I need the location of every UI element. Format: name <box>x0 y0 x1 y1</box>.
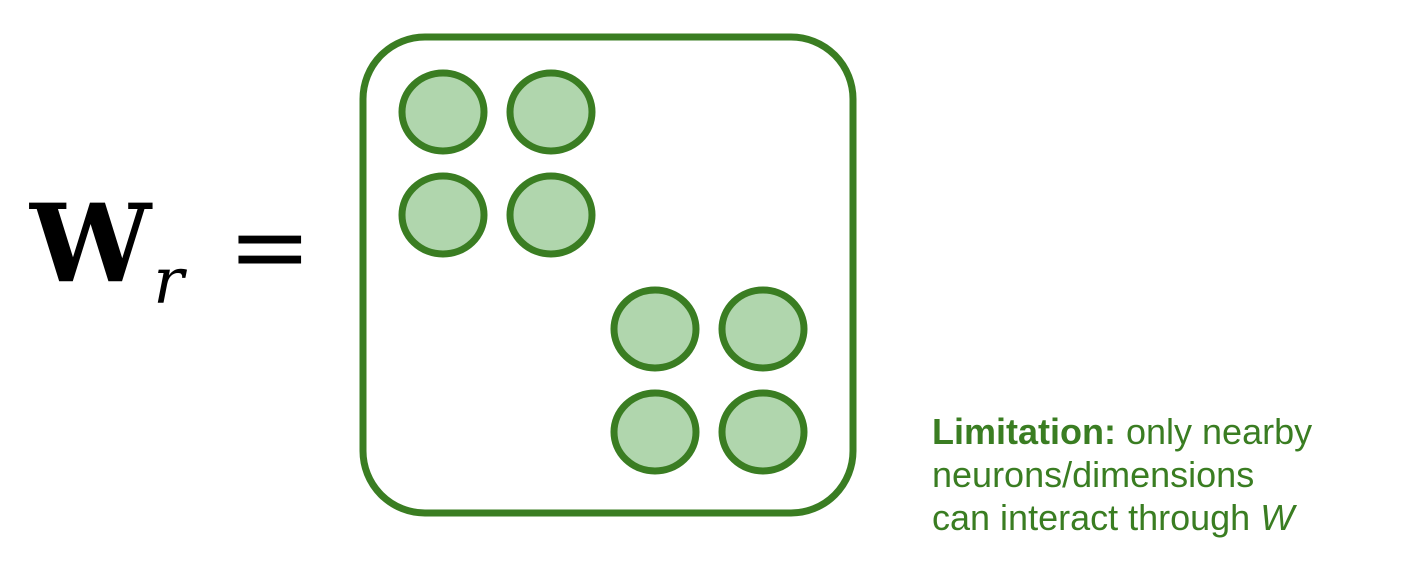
neuron-circle <box>398 172 488 258</box>
bottom-right-block <box>610 286 808 475</box>
limitation-note: Limitation: only nearby neurons/dimensio… <box>932 410 1402 539</box>
matrix-subscript: r <box>153 245 184 319</box>
matrix-equation-label: W r = <box>30 190 312 320</box>
note-line-1-text: only nearby <box>1115 411 1313 452</box>
neuron-circle <box>610 389 700 475</box>
neuron-circle <box>718 389 808 475</box>
neuron-circle <box>610 286 700 372</box>
equals-sign: = <box>227 188 312 305</box>
top-left-block <box>398 69 596 258</box>
matrix-symbol: W <box>30 181 152 307</box>
neuron-circle <box>398 69 488 155</box>
neuron-circle <box>506 172 596 258</box>
note-line-1: Limitation: only nearby <box>932 410 1402 453</box>
limitation-heading: Limitation: <box>932 411 1116 452</box>
matrix-border <box>359 33 857 517</box>
note-line-3: can interact through W <box>932 496 1402 539</box>
note-line-3-text: can interact through <box>932 497 1261 538</box>
neuron-circle <box>718 286 808 372</box>
note-line-2: neurons/dimensions <box>932 454 1255 495</box>
weight-variable: W <box>1260 497 1295 538</box>
neuron-circle <box>506 69 596 155</box>
